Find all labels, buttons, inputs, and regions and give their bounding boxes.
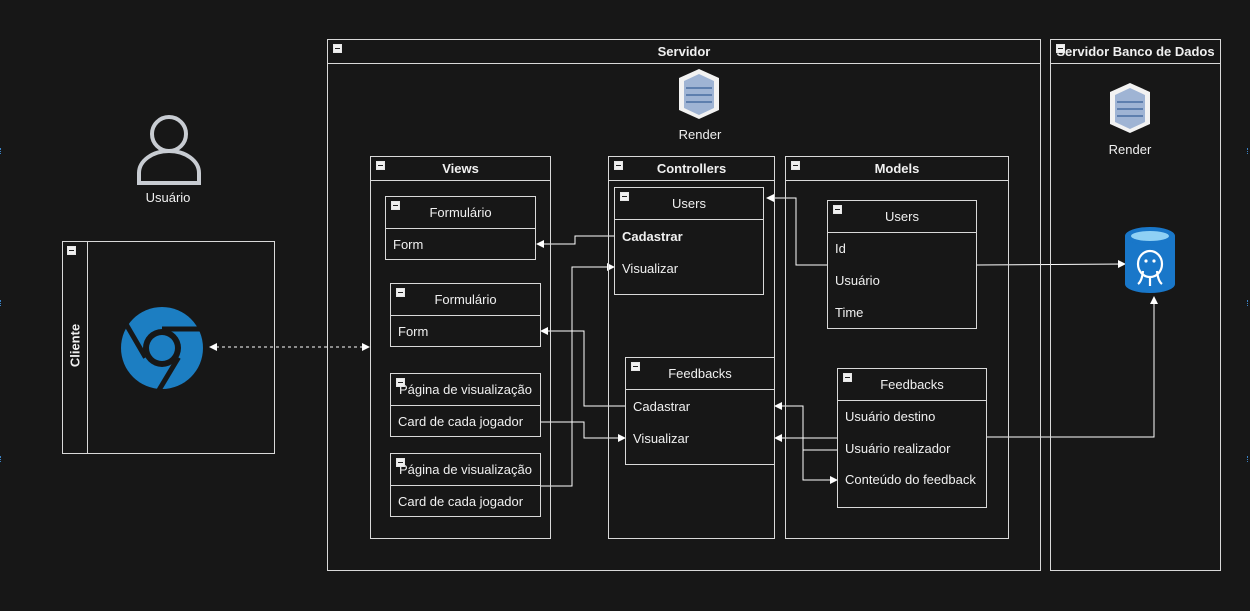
model-users-title: Users [828,201,976,233]
edge-marker [0,148,4,154]
controller-feedbacks-title: Feedbacks [626,358,774,390]
controller-feedbacks[interactable]: Feedbacks Cadastrar Visualizar [625,357,775,465]
controller-users-title: Users [615,188,763,220]
client-container[interactable]: Cliente [62,241,275,454]
server-host-label: Render [678,127,722,142]
model-feedbacks-title: Feedbacks [838,369,986,401]
model-users-field: Id [835,241,846,256]
view-form2-title: Formulário [391,284,540,316]
server-title: Servidor [328,40,1040,64]
view-page1-row: Card de cada jogador [398,414,524,429]
controller-users[interactable]: Users Cadastrar Visualizar [614,187,764,295]
server-container[interactable]: Servidor [327,39,1041,571]
postgresql-database-icon [1125,227,1175,293]
db-server-container[interactable]: Servidor Banco de Dados [1050,39,1221,571]
model-feedbacks-field: Conteúdo do feedback [845,472,976,487]
model-users-field: Usuário [835,273,880,288]
collapse-icon[interactable] [614,161,623,170]
chrome-browser-icon [121,307,203,390]
model-feedbacks-field: Usuário destino [845,409,936,424]
view-form1-row: Form [393,237,424,252]
collapse-icon[interactable] [631,362,640,371]
collapse-icon[interactable] [67,246,76,255]
controller-to-conteudo [802,450,838,484]
server-rack-icon [679,69,719,119]
user-label: Usuário [145,190,191,205]
view-form2[interactable]: Formulário Form [390,283,541,347]
collapse-icon[interactable] [833,205,842,214]
controller-feedbacks-visualizar: Visualizar [633,431,690,446]
edge-marker [0,300,4,306]
collapse-icon[interactable] [791,161,800,170]
collapse-icon[interactable] [843,373,852,382]
view-page2[interactable]: Página de visualização Card de cada joga… [390,453,541,517]
controller-users-visualizar: Visualizar [622,261,679,276]
view-page2-row: Card de cada jogador [398,494,524,509]
model-users-field: Time [835,305,864,320]
client-title: Cliente [67,323,83,368]
models-container[interactable]: Models [785,156,1009,539]
collapse-icon[interactable] [620,192,629,201]
page2-to-users-visualizar [540,263,615,487]
edge-marker [1247,300,1250,306]
model-feedbacks-field: Usuário realizador [845,441,951,456]
controllers-title: Controllers [609,157,774,181]
model-users-to-controller-users [766,194,827,266]
models-title: Models [786,157,1008,181]
collapse-icon[interactable] [396,458,405,467]
collapse-icon[interactable] [391,201,400,210]
view-form1[interactable]: Formulário Form [385,196,536,260]
view-page2-title: Página de visualização [391,454,540,486]
model-feedbacks-to-db [987,296,1158,438]
collapse-icon[interactable] [376,161,385,170]
db-server-rack-icon [1110,83,1150,133]
edge-marker [0,456,4,462]
page1-to-feedbacks-visualizar [540,421,626,442]
model-feedbacks-to-controller-cadastrar [774,402,837,451]
views-title: Views [371,157,550,181]
view-page1[interactable]: Página de visualização Card de cada joga… [390,373,541,437]
collapse-icon[interactable] [333,44,342,53]
controller-users-cadastrar: Cadastrar [622,229,683,244]
views-container[interactable]: Views [370,156,551,539]
edge-marker [1247,456,1250,462]
model-feedbacks[interactable]: Feedbacks Usuário destino Usuário realiz… [837,368,987,508]
model-users[interactable]: Users Id Usuário Time [827,200,977,329]
controller-feedbacks-cadastrar: Cadastrar [633,399,691,414]
edge-marker [1247,148,1250,154]
feedbacks-cadastrar-to-form2 [540,327,626,407]
collapse-icon[interactable] [396,378,405,387]
controllers-container[interactable]: Controllers [608,156,775,539]
collapse-icon[interactable] [396,288,405,297]
view-form1-title: Formulário [386,197,535,229]
user-actor-icon [137,115,201,185]
db-host-label: Render [1108,142,1152,157]
collapse-icon[interactable] [1056,44,1065,53]
view-page1-title: Página de visualização [391,374,540,406]
view-form2-row: Form [398,324,429,339]
users-cadastrar-to-form1 [536,235,614,248]
model-users-to-db [976,260,1126,269]
db-server-title: Servidor Banco de Dados [1051,40,1220,64]
